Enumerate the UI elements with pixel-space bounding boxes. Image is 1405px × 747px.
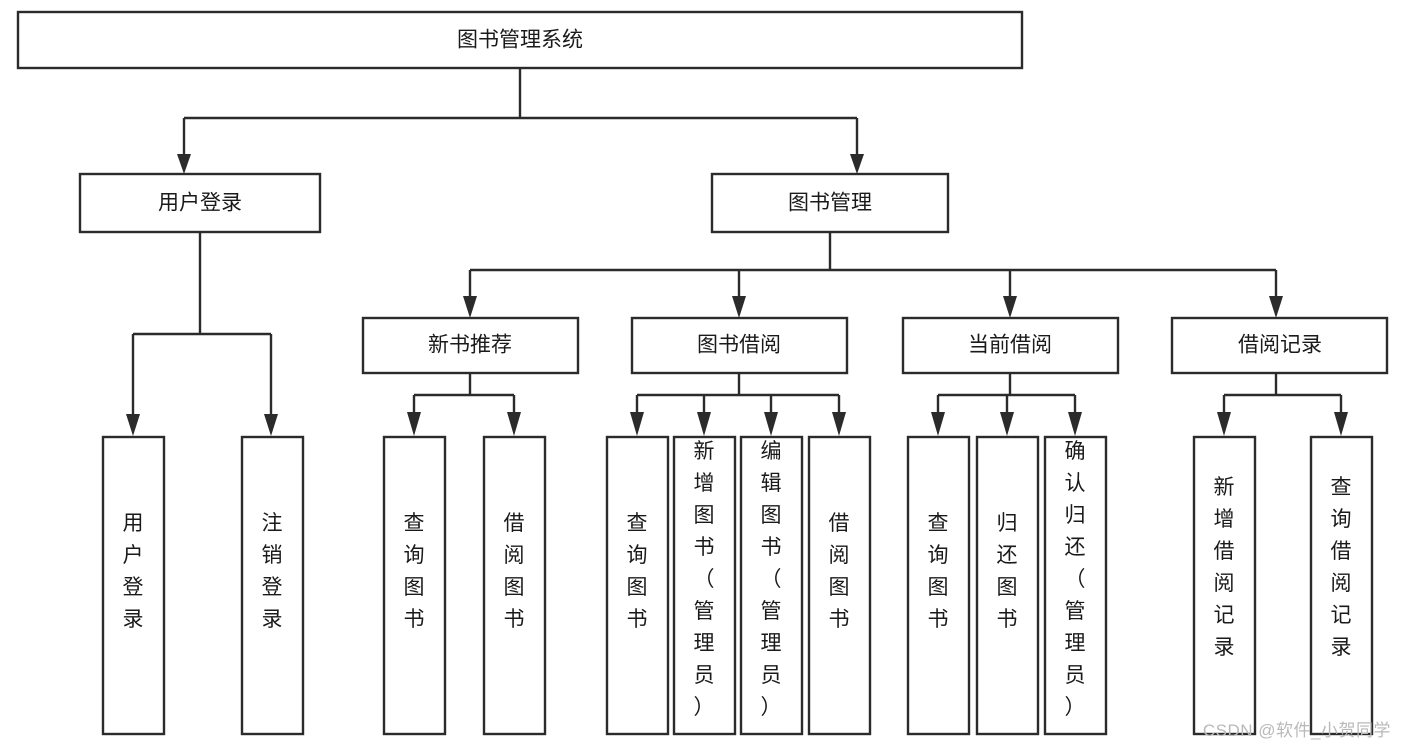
node-root-label: 图书管理系统 [457, 29, 583, 52]
leaf-add-borrow-record-label: 新增借阅记录 [1214, 476, 1235, 659]
connector-new-book-recommend-to-leaves [407, 373, 521, 436]
leaf-query-book-1-label: 查询图书 [404, 512, 425, 631]
leaf-query-book-2-box[interactable] [605, 435, 670, 736]
node-borrow-record[interactable]: 借阅记录 [1170, 316, 1389, 375]
leaf-query-book-1-box[interactable] [382, 435, 447, 736]
leaf-query-book-2-label: 查询图书 [627, 512, 648, 631]
node-user-login-label: 用户登录 [158, 192, 242, 215]
csdn-watermark: CSDN @软件_小贺同学 [1202, 721, 1391, 740]
node-current-borrow-box[interactable] [901, 316, 1120, 375]
leaf-borrow-book-1-label: 借阅图书 [504, 512, 525, 631]
node-current-borrow[interactable]: 当前借阅 [901, 316, 1120, 375]
node-new-book-recommend[interactable]: 新书推荐 [361, 316, 580, 375]
leaf-query-book-3[interactable]: 查询图书 [906, 435, 971, 736]
leaf-query-book-2[interactable]: 查询图书 [605, 435, 670, 736]
leaf-borrow-book-2[interactable]: 借阅图书 [807, 435, 872, 736]
leaf-query-book-1[interactable]: 查询图书 [382, 435, 447, 736]
node-book-borrow[interactable]: 图书借阅 [630, 316, 849, 375]
leaf-confirm-return-admin[interactable]: 确认归还（管理员） [1043, 435, 1108, 736]
node-borrow-record-box[interactable] [1170, 316, 1389, 375]
leaf-query-borrow-record-label: 查询借阅记录 [1331, 476, 1352, 659]
leaf-user-login-label: 用户登录 [123, 512, 144, 631]
leaf-query-borrow-record-box[interactable] [1309, 435, 1374, 736]
leaf-user-login-box[interactable] [101, 435, 166, 736]
node-current-borrow-label: 当前借阅 [968, 334, 1052, 357]
leaf-add-borrow-record-box[interactable] [1192, 435, 1257, 736]
leaf-confirm-return-admin-label: 确认归还（管理员） [1065, 440, 1086, 719]
leaf-logout-login-label: 注销登录 [262, 512, 283, 631]
node-user-login[interactable]: 用户登录 [78, 172, 322, 234]
leaf-edit-book-admin[interactable]: 编辑图书（管理员） [739, 435, 804, 736]
leaf-add-borrow-record[interactable]: 新增借阅记录 [1192, 435, 1257, 736]
leaf-logout-login-box[interactable] [240, 435, 305, 736]
leaf-edit-book-admin-box[interactable] [739, 435, 804, 736]
node-new-book-recommend-box[interactable] [361, 316, 580, 375]
leaf-query-book-3-box[interactable] [906, 435, 971, 736]
connector-book-borrow-to-leaves [630, 373, 846, 436]
node-user-login-box[interactable] [78, 172, 322, 234]
connector-borrow-record-to-leaves [1217, 373, 1348, 436]
node-borrow-record-label: 借阅记录 [1238, 334, 1322, 357]
node-new-book-recommend-label: 新书推荐 [428, 334, 512, 357]
leaf-add-book-admin[interactable]: 新增图书（管理员） [672, 435, 737, 736]
node-root-box[interactable] [16, 10, 1024, 70]
connector-root-to-level2 [177, 68, 864, 174]
node-root[interactable]: 图书管理系统 [16, 10, 1024, 70]
leaf-confirm-return-admin-box[interactable] [1043, 435, 1108, 736]
node-book-borrow-label: 图书借阅 [697, 334, 781, 357]
leaf-borrow-book-1[interactable]: 借阅图书 [482, 435, 547, 736]
node-book-management[interactable]: 图书管理 [710, 172, 950, 234]
node-book-management-label: 图书管理 [788, 192, 872, 215]
leaf-add-book-admin-label: 新增图书（管理员） [694, 440, 715, 719]
leaf-edit-book-admin-label: 编辑图书（管理员） [761, 440, 782, 719]
leaf-borrow-book-2-box[interactable] [807, 435, 872, 736]
leaf-return-book-box[interactable] [975, 435, 1040, 736]
node-book-management-box[interactable] [710, 172, 950, 234]
connector-book-management-to-level3 [463, 232, 1283, 318]
connector-current-borrow-to-leaves [931, 373, 1082, 436]
leaf-logout-login[interactable]: 注销登录 [240, 435, 305, 736]
node-book-borrow-box[interactable] [630, 316, 849, 375]
leaf-borrow-book-2-label: 借阅图书 [829, 512, 850, 631]
leaf-return-book-label: 归还图书 [997, 512, 1018, 631]
leaf-add-book-admin-box[interactable] [672, 435, 737, 736]
connector-user-login-to-leaves [126, 232, 278, 436]
leaf-query-borrow-record[interactable]: 查询借阅记录 [1309, 435, 1374, 736]
leaf-query-book-3-label: 查询图书 [928, 512, 949, 631]
leaf-borrow-book-1-box[interactable] [482, 435, 547, 736]
leaf-return-book[interactable]: 归还图书 [975, 435, 1040, 736]
leaf-user-login[interactable]: 用户登录 [101, 435, 166, 736]
